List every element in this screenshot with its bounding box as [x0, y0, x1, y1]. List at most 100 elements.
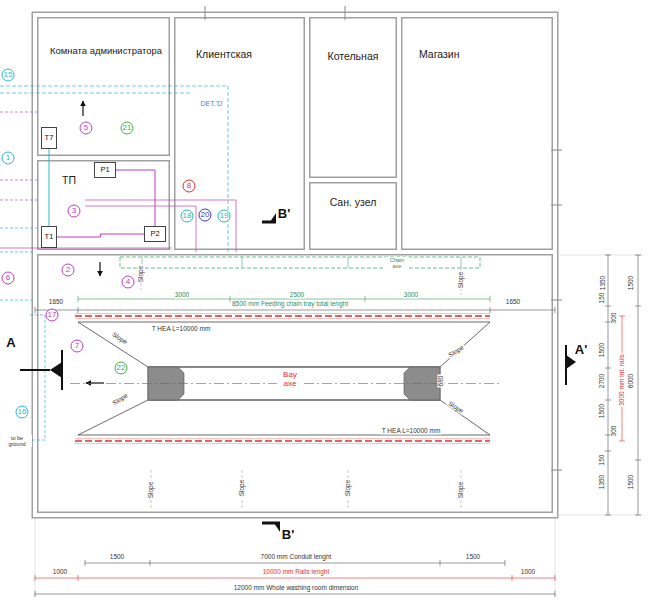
dimension-label: 12000 mm Whole washing room dimension — [233, 584, 360, 591]
callout-number: 20 — [199, 209, 212, 222]
callout-number: 18 — [181, 210, 194, 223]
wire-connector — [49, 149, 50, 226]
dimension-label: 10000 mm Rails lenght — [262, 568, 330, 575]
dimension-label: 6000 — [627, 373, 634, 389]
callout-number: 3 — [68, 205, 81, 218]
room: Котельная — [307, 20, 399, 180]
dimension-label: 1500 — [598, 403, 605, 419]
dimension-label: 1350 — [599, 275, 606, 291]
dimension-label: 1500 — [627, 275, 634, 291]
section-mark-label: A — [5, 336, 16, 350]
panel-box: T7 — [41, 127, 57, 149]
dimension-line — [85, 560, 505, 566]
dimension-label: 1000 — [52, 568, 68, 575]
wall-inner — [35, 15, 555, 515]
dimension-line — [35, 307, 555, 313]
callout-number: 2 — [62, 264, 75, 277]
dimension-label: 2700 — [598, 373, 605, 389]
callout-number: 15 — [2, 69, 15, 82]
dimension-label: 1650 — [48, 298, 64, 305]
dimension-label: 300 — [610, 425, 617, 438]
dimension-label: 3000 mm Int. rails — [618, 353, 625, 407]
dimension-label: 1650 — [505, 298, 521, 305]
dimension-label: 300 — [610, 312, 617, 325]
callout-number: 4 — [122, 276, 135, 289]
room-name: Комната администратора — [50, 46, 162, 57]
callout-number: 17 — [46, 309, 59, 322]
cable-line — [0, 200, 236, 252]
dimension-label: T HEA L=10000 mm — [151, 325, 212, 332]
section-mark-label: B' — [281, 528, 295, 542]
note-label: to be ground — [2, 435, 32, 447]
dimension-label: 1500 — [109, 553, 125, 560]
extension-line — [35, 518, 555, 597]
dimension-line — [35, 591, 555, 597]
room-name: Котельная — [328, 50, 379, 62]
chain-tray — [120, 257, 480, 268]
slope-line — [141, 268, 461, 510]
callout-number: 1 — [2, 152, 15, 165]
flow-arrow — [99, 262, 100, 276]
dimension-line — [619, 316, 625, 441]
dimension-label: Slope — [344, 479, 351, 498]
dimension-label: Slope — [446, 399, 466, 415]
section-mark-label: A' — [574, 343, 588, 357]
dimension-label: 1000 — [520, 568, 536, 575]
wire-connector — [116, 170, 155, 226]
callout-number: 21 — [121, 122, 134, 135]
callout-number: 19 — [218, 210, 231, 223]
chain-tray-tick — [142, 257, 461, 268]
panel-label: T7 — [45, 134, 54, 142]
panel-box: T1 — [41, 226, 57, 248]
callout-number: 8 — [183, 180, 196, 193]
dimension-label: 7000 mm Conduit lenght — [260, 553, 333, 560]
dimension-label: 8500 mm Feeding chain tray total lenght — [231, 300, 349, 307]
room-name: Магазин — [419, 48, 460, 60]
section-arrow — [274, 523, 280, 532]
dimension-label: 150 — [598, 292, 605, 305]
callout-number: 16 — [16, 406, 29, 419]
section-mark — [20, 350, 62, 390]
dimension-label: T HEA L=10000 mm — [381, 427, 442, 434]
section-arrow — [270, 213, 276, 222]
dimension-label: Slope — [110, 391, 130, 407]
note-label: Bay axe — [277, 371, 303, 389]
dimension-label: Slope — [147, 481, 154, 500]
dimension-label: Slope — [457, 271, 464, 290]
room-name: Сан. узел — [330, 196, 377, 208]
cable-line — [0, 86, 228, 252]
dimension-label: 1350 — [598, 474, 605, 490]
section-arrow — [566, 355, 576, 369]
dimension-label: 1500 — [598, 342, 605, 358]
dimension-line — [35, 575, 555, 581]
rail-edge — [75, 314, 490, 444]
panel-label: P1 — [100, 166, 109, 174]
callout-number: 22 — [115, 362, 128, 375]
dimension-label: Slope — [457, 481, 464, 500]
dimension-label: Slope — [238, 479, 245, 498]
extension-line — [558, 255, 644, 515]
flow-arrow — [82, 101, 83, 116]
dimension-label: Slope — [137, 265, 144, 284]
bay-pit-outline — [78, 322, 490, 435]
section-arrow — [50, 362, 62, 378]
dimension-label: 3000 — [403, 291, 419, 298]
dimension-line — [605, 255, 611, 515]
callout-number: 5 — [80, 122, 93, 135]
room: ТПP1T1P2 — [40, 158, 172, 252]
dimension-label: Slope — [110, 330, 130, 346]
dimension-label: 3000 — [174, 291, 190, 298]
section-mark-label: B' — [277, 207, 291, 221]
dimension-label: 1500 — [627, 474, 634, 490]
dimension-label: 680 — [437, 375, 444, 388]
panel-label: P2 — [150, 230, 159, 238]
panel-label: T1 — [45, 233, 54, 241]
dimension-label: Slope — [446, 343, 466, 359]
cable-line — [0, 112, 38, 200]
dimension-line — [635, 255, 641, 515]
cable-line — [0, 228, 45, 440]
room: Комната администратораT7 — [40, 20, 172, 158]
callout-number: 7 — [71, 340, 84, 353]
room: Магазин — [399, 20, 555, 252]
